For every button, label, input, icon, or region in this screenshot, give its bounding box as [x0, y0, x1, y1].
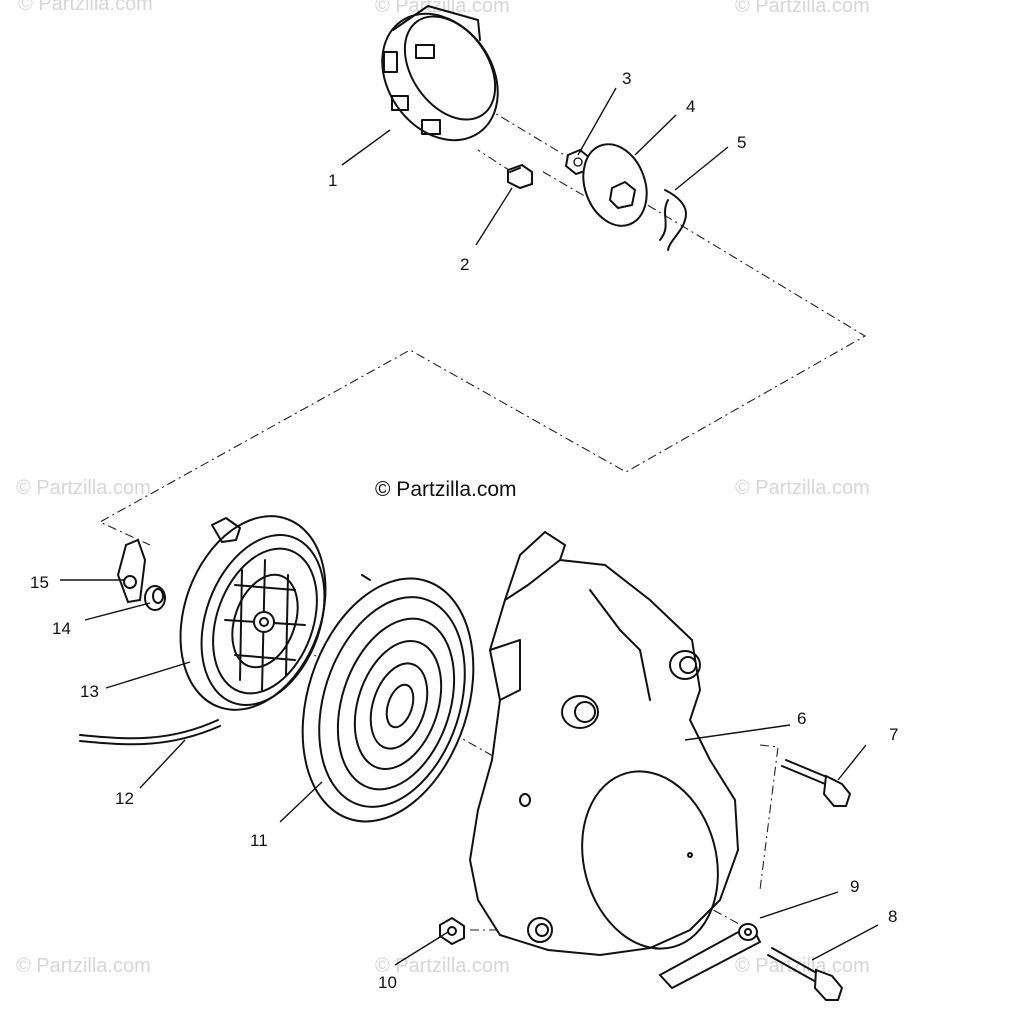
callout-12: 12	[115, 789, 134, 808]
callout-15: 15	[30, 573, 49, 592]
part-13-rope-pulley	[179, 515, 327, 711]
callout-labels: 1 2 3 4 5 6 7 8 9 10 11 12 13 14 15	[30, 69, 898, 992]
watermark-mid-right: © Partzilla.com	[735, 477, 870, 499]
callout-14: 14	[52, 619, 71, 638]
callout-6: 6	[797, 709, 806, 728]
callout-5: 5	[737, 133, 746, 152]
part-15-pawl	[116, 538, 147, 604]
callout-8: 8	[888, 907, 897, 926]
watermark-bottom-center: © Partzilla.com	[375, 955, 510, 977]
callout-10: 10	[378, 973, 397, 992]
callout-7: 7	[889, 725, 898, 744]
callout-1: 1	[328, 171, 337, 190]
callout-3: 3	[622, 69, 631, 88]
part-6-starter-housing	[468, 530, 740, 957]
watermark-bottom-left: © Partzilla.com	[16, 955, 151, 977]
copyright-notice: © Partzilla.com	[375, 478, 517, 501]
part-9-washer	[658, 923, 762, 990]
watermark-mid-left: © Partzilla.com	[16, 477, 151, 499]
watermark-top-right: © Partzilla.com	[735, 0, 870, 17]
part-2-bolt	[507, 163, 533, 190]
part-10-nut	[439, 916, 465, 946]
callout-9: 9	[850, 877, 859, 896]
part-14-spring	[144, 585, 166, 611]
part-5-clip	[659, 189, 687, 251]
part-1-starter-cup	[381, 5, 499, 142]
part-4-pulley-plate	[582, 143, 648, 227]
part-11-recoil-spring	[301, 574, 475, 823]
watermark-top-left: © Partzilla.com	[18, 0, 153, 15]
part-8-bolt	[767, 947, 844, 1001]
leader-lines	[60, 87, 879, 966]
part-12-rope	[79, 719, 221, 746]
callout-11: 11	[250, 831, 268, 850]
callout-4: 4	[686, 97, 695, 116]
watermarks: © Partzilla.com © Partzilla.com © Partzi…	[16, 0, 870, 977]
callout-13: 13	[80, 682, 99, 701]
callout-2: 2	[460, 255, 469, 274]
part-7-bolt	[781, 759, 852, 807]
watermark-top-center: © Partzilla.com	[375, 0, 510, 17]
